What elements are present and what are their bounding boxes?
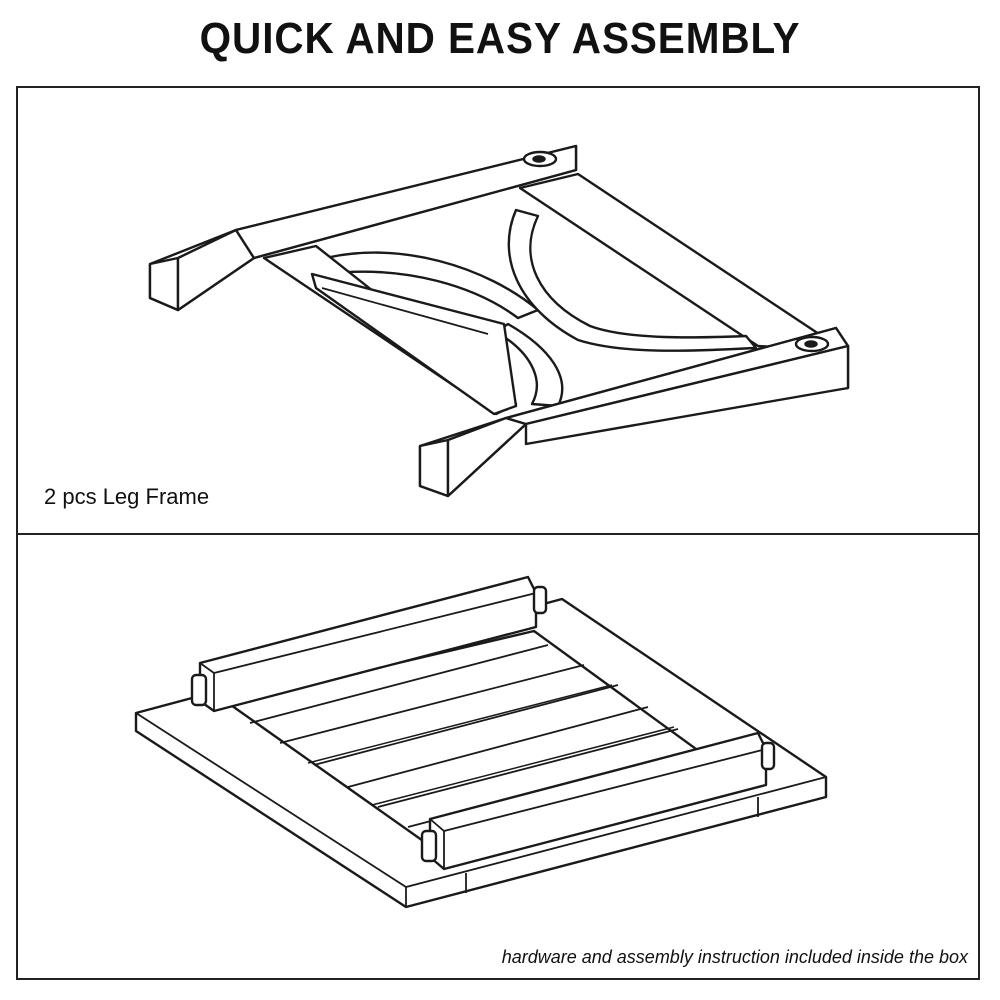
leg-frame-illustration	[148, 144, 850, 498]
page-title: QUICK AND EASY ASSEMBLY	[199, 14, 801, 63]
leg-frame-label: 2 pcs Leg Frame	[44, 484, 210, 509]
tabletop-illustration	[134, 575, 828, 909]
leg-frame-panel: 2 pcs Leg Frame	[16, 86, 980, 535]
tabletop-panel: hardware and assembly instruction includ…	[16, 533, 980, 980]
hardware-caption: hardware and assembly instruction includ…	[501, 947, 968, 967]
